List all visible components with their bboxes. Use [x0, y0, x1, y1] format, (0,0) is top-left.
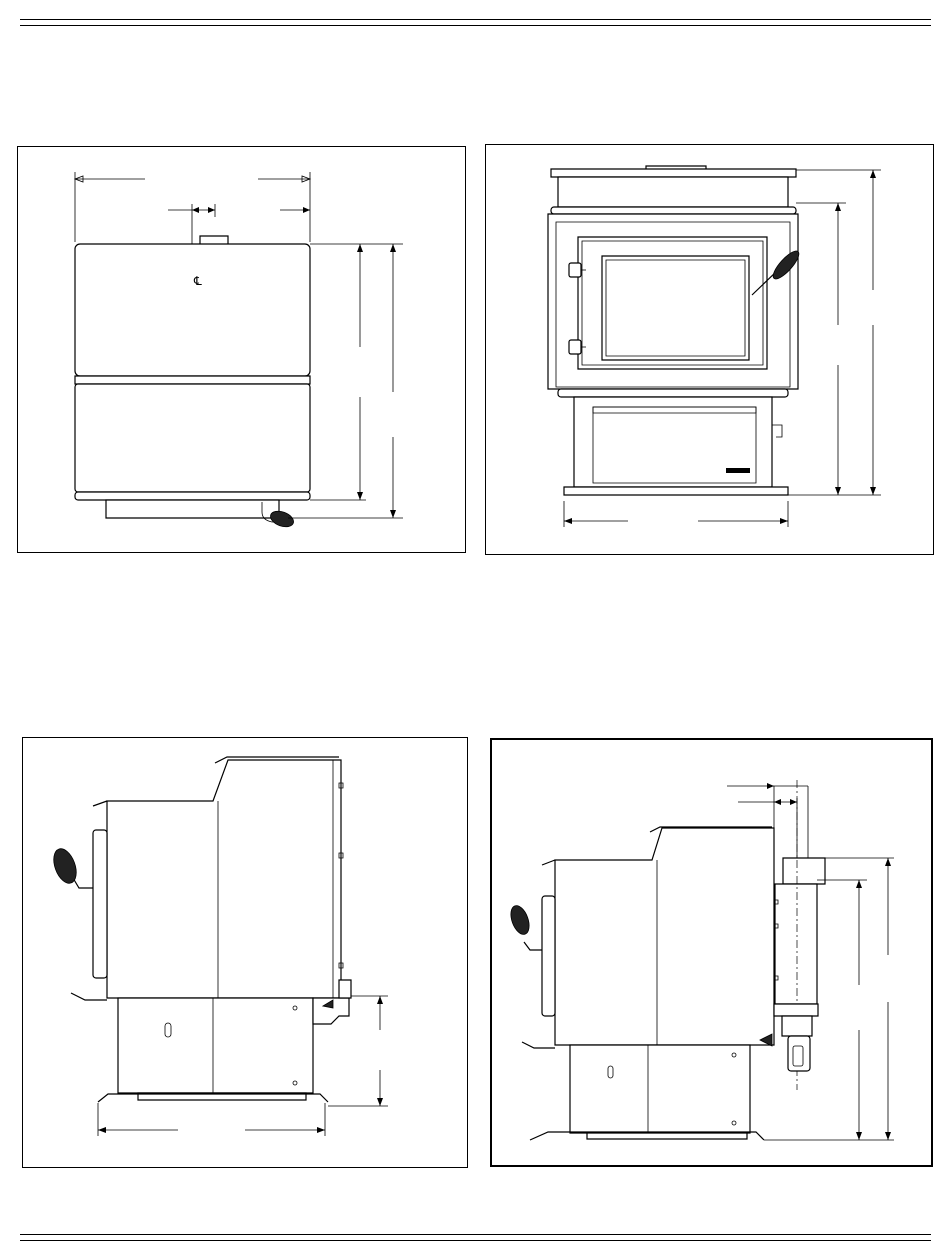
front-height-arrow-a-top — [835, 203, 841, 211]
vent-height-arrow-b-top — [885, 858, 891, 866]
front-height-arrow-b-bottom — [870, 487, 876, 495]
top-view-drawing: ℄ — [18, 147, 465, 552]
stove-base-plate — [106, 500, 279, 518]
side-door — [93, 830, 107, 978]
vent-height-arrow-a-bottom — [856, 1132, 862, 1140]
door-glass — [602, 256, 749, 360]
front-view-panel — [485, 144, 934, 555]
offset-arrow-b — [208, 207, 215, 213]
pedestal-ledge — [558, 389, 788, 397]
vent-offset-arrow-a — [767, 783, 774, 789]
depth-arrow-a-bottom — [357, 492, 363, 500]
depth-arrow-b-top — [390, 244, 396, 252]
side-handle-arm — [73, 878, 93, 888]
side-height-arrow-top — [377, 996, 383, 1004]
stove-top-seam — [75, 376, 310, 384]
top-ledge — [551, 207, 796, 214]
vent-pedestal — [570, 1045, 750, 1133]
hinge-top — [569, 263, 581, 277]
vent-offset-arrow-c — [790, 799, 797, 805]
side-view-panel — [22, 737, 468, 1168]
side-height-arrow-bottom — [377, 1098, 383, 1106]
brand-plate — [726, 468, 750, 473]
header-rule-bottom — [20, 25, 931, 26]
vent-door — [542, 896, 555, 1016]
footer-rule-bottom — [20, 1240, 931, 1241]
top-view-panel: ℄ — [17, 146, 466, 553]
vent-view-panel — [490, 738, 933, 1167]
side-width-arrow-right — [317, 1127, 325, 1133]
side-bottom-lip — [71, 993, 107, 1000]
front-width-arrow-right — [780, 518, 788, 524]
vent-handle-arm — [524, 942, 542, 950]
offset-arrow-a — [192, 207, 199, 213]
footer-rule-top — [20, 1234, 931, 1235]
side-knob — [772, 425, 782, 437]
front-height-arrow-b-top — [870, 170, 876, 178]
stove-front-lip — [75, 492, 310, 500]
stove-top-lower — [75, 384, 310, 492]
depth-arrow-b-bottom — [390, 510, 396, 518]
vent-handle-grip — [507, 903, 532, 937]
side-top-lip — [93, 801, 107, 806]
vent-base-plate — [587, 1133, 747, 1139]
vent-bottom-lip — [522, 1042, 555, 1048]
vent-height-arrow-b-bottom — [885, 1132, 891, 1140]
stove-top-upper — [75, 244, 310, 376]
side-width-arrow-left — [98, 1127, 106, 1133]
header-rule-top — [20, 19, 931, 20]
vent-adaptor — [774, 1004, 818, 1016]
front-height-arrow-a-bottom — [835, 487, 841, 495]
top-section — [558, 177, 788, 207]
vent-height-arrow-a-top — [856, 880, 862, 888]
side-view-drawing — [23, 738, 467, 1167]
side-pedestal — [118, 998, 313, 1093]
offset-arrow-c — [303, 207, 310, 213]
front-view-drawing — [486, 145, 933, 554]
front-width-arrow-left — [564, 518, 572, 524]
stove-base — [564, 487, 788, 495]
centerline-symbol: ℄ — [193, 274, 202, 288]
vent-top-lip — [542, 860, 555, 865]
vent-view-drawing — [492, 740, 931, 1165]
vent-offset-arrow-b — [774, 799, 781, 805]
rear-exhaust-pipe — [339, 980, 351, 998]
side-firebox — [107, 760, 341, 998]
side-handle-grip — [49, 846, 80, 887]
top-cap — [551, 169, 796, 177]
hinge-bottom — [569, 340, 581, 354]
depth-arrow-a-top — [357, 244, 363, 252]
pedestal-cabinet — [574, 397, 772, 487]
vent-firebox — [555, 828, 774, 1045]
vent-coupler — [782, 1016, 812, 1036]
vent-pipe — [775, 884, 817, 1004]
